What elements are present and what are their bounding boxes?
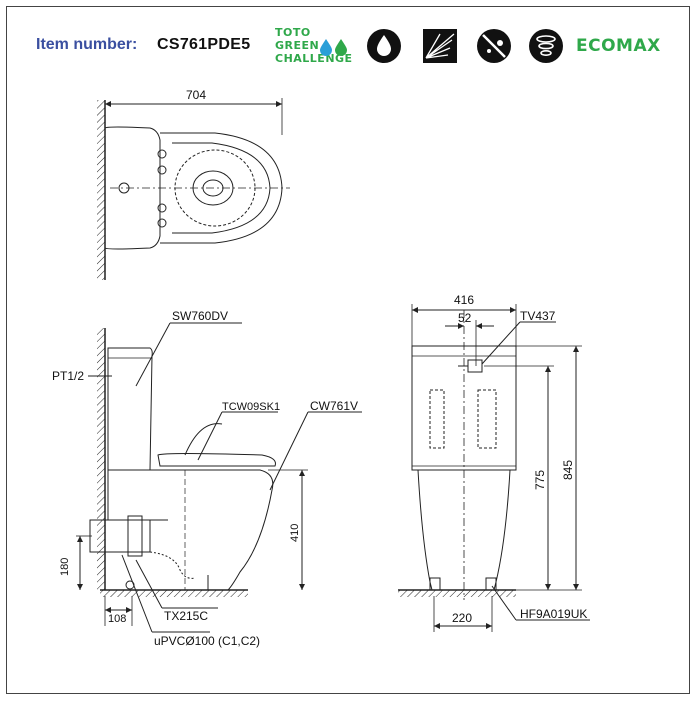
front-view — [398, 304, 590, 632]
water-drop-icon — [367, 29, 401, 63]
dim-410: 410 — [289, 524, 301, 542]
water-drops-icon — [320, 39, 347, 56]
label-tv437: TV437 — [520, 309, 556, 323]
toto-green-challenge-logo: TOTO GREEN CHALLENGE — [275, 26, 355, 72]
item-number-label: Item number: — [36, 36, 138, 53]
dim-704: 704 — [186, 88, 206, 102]
label-upvc-pipe: uPVCØ100 (C1,C2) — [154, 634, 260, 648]
drawing-frame — [6, 6, 690, 694]
green-challenge-line-1: TOTO — [275, 26, 311, 39]
cyclone-flush-icon — [529, 29, 563, 63]
ecomax-logo: ECOMAX — [576, 36, 661, 56]
dim-845: 845 — [561, 460, 575, 480]
label-sw760dv: SW760DV — [172, 309, 228, 323]
dim-52: 52 — [458, 311, 472, 325]
green-challenge-line-2: GREEN — [275, 39, 320, 52]
top-view — [97, 98, 290, 280]
ceflon-glaze-icon — [477, 29, 511, 63]
label-pt12: PT1/2 — [52, 369, 84, 383]
label-tcw09sk1: TCW09SK1 — [222, 401, 280, 413]
label-tx215c: TX215C — [164, 609, 208, 623]
dim-108: 108 — [108, 613, 126, 625]
dim-180: 180 — [59, 558, 71, 576]
dim-220: 220 — [452, 611, 472, 625]
dim-416: 416 — [454, 293, 474, 307]
side-view — [76, 322, 362, 633]
green-challenge-line-3: CHALLENGE — [275, 52, 353, 65]
dim-775: 775 — [533, 470, 547, 490]
label-hf9a019uk: HF9A019UK — [520, 607, 587, 621]
label-cw761v: CW761V — [310, 399, 358, 413]
item-number-value: CS761PDE5 — [157, 36, 251, 53]
tornado-flush-icon — [423, 29, 457, 63]
